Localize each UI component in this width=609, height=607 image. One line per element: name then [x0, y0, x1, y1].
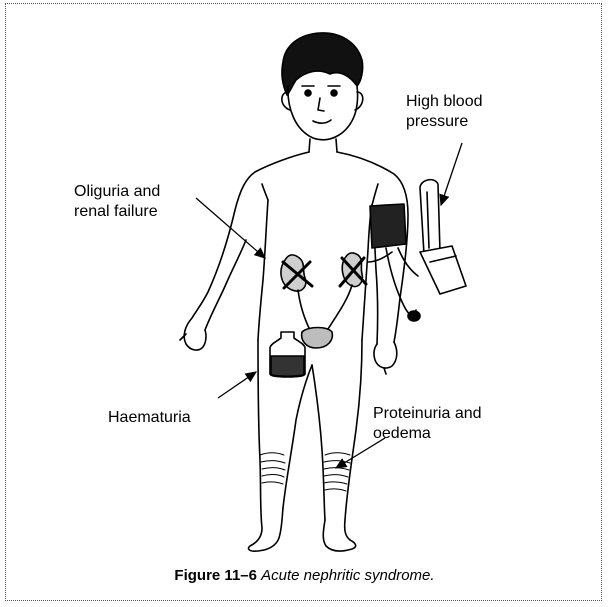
caption-text: Acute nephritic syndrome. — [261, 567, 434, 584]
label-line: oedema — [373, 424, 482, 444]
label-line: Oliguria and — [74, 182, 160, 202]
label-oliguria: Oliguria and renal failure — [74, 182, 160, 222]
left-hand — [184, 318, 206, 350]
manometer — [420, 180, 440, 254]
caption-number: Figure 11–6 — [174, 567, 257, 584]
bp-cuff — [370, 204, 406, 248]
label-line: pressure — [406, 112, 483, 132]
arrow-haematuria — [218, 372, 256, 398]
label-line: renal failure — [74, 202, 160, 222]
figure-caption: Figure 11–6 Acute nephritic syndrome. — [0, 567, 609, 584]
label-haematuria: Haematuria — [108, 408, 191, 428]
body-left-outline — [192, 152, 309, 318]
face — [288, 86, 358, 140]
label-high-blood-pressure: High blood pressure — [406, 92, 483, 132]
arrow-high-blood-pressure — [441, 143, 462, 205]
label-line: High blood — [406, 92, 483, 112]
label-proteinuria: Proteinuria and oedema — [373, 404, 482, 444]
label-line: Haematuria — [108, 408, 191, 428]
hair — [282, 33, 363, 95]
manometer-base — [420, 246, 466, 294]
arrow-oliguria — [196, 198, 265, 258]
label-line: Proteinuria and — [373, 404, 482, 424]
bladder — [302, 328, 333, 349]
right-leg — [323, 340, 362, 551]
right-hand — [374, 342, 397, 368]
leg-oedema-shading — [260, 453, 350, 491]
